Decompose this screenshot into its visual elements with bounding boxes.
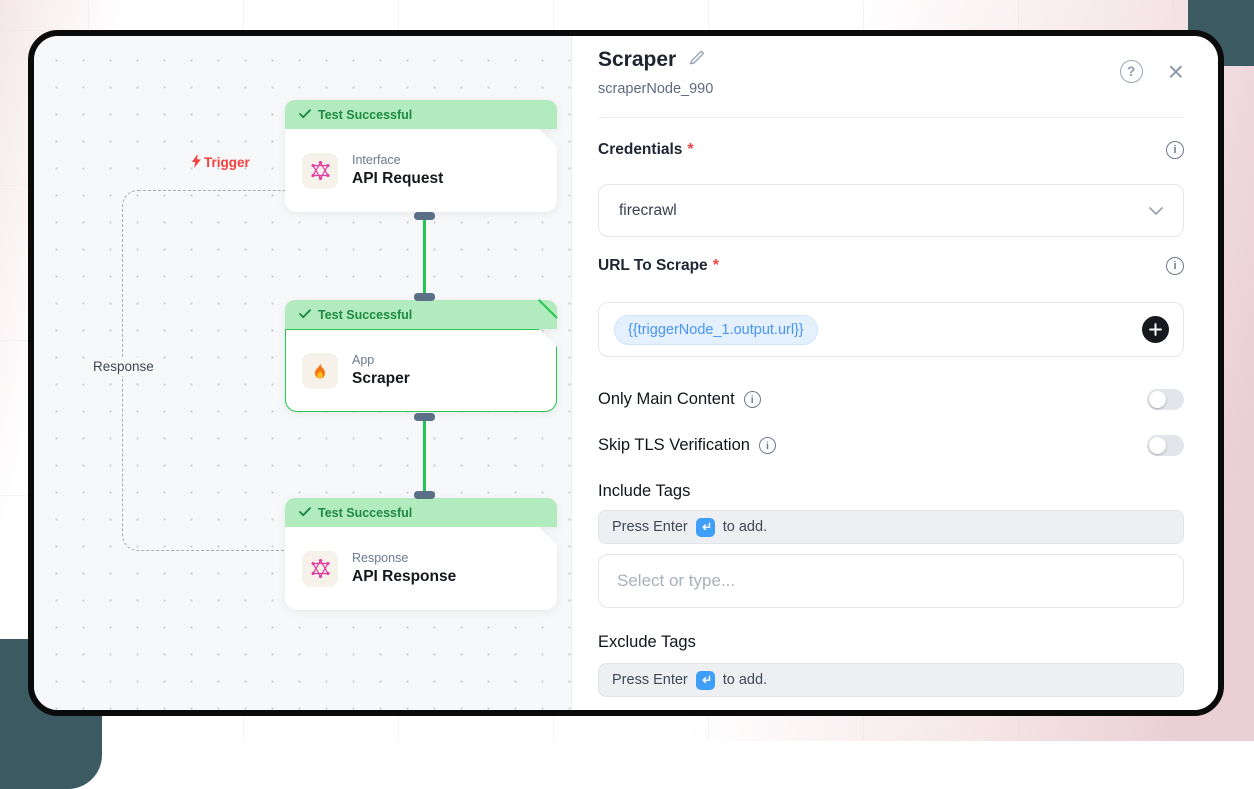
info-icon[interactable]: i — [759, 437, 776, 454]
include-tags-input[interactable] — [598, 554, 1184, 608]
node-id: scraperNode_990 — [598, 81, 713, 97]
panel-header: Scraper scraperNode_990 ? × — [598, 48, 1184, 97]
toggle-knob — [1149, 391, 1166, 408]
node-api-response[interactable]: Test Successful Response API Response — [285, 498, 557, 610]
add-variable-button[interactable] — [1142, 316, 1169, 343]
node-title: API Response — [352, 568, 456, 586]
lightning-bolt-icon — [191, 154, 202, 171]
app-window: Trigger Response Test Successful Interfa… — [28, 30, 1224, 716]
credentials-label-row: Credentials * i — [598, 141, 1184, 159]
info-icon[interactable]: i — [1166, 257, 1184, 275]
port-response-input[interactable] — [414, 491, 435, 499]
credentials-label: Credentials — [598, 141, 682, 159]
check-icon — [299, 506, 311, 520]
response-edge-label: Response — [88, 357, 159, 376]
connector-request-scraper — [423, 216, 426, 296]
node-api-request[interactable]: Test Successful Interface API Request — [285, 100, 557, 212]
check-icon — [299, 108, 311, 122]
api-molecule-icon — [302, 153, 338, 189]
node-status-banner: Test Successful — [285, 498, 557, 527]
include-tags-label: Include Tags — [598, 482, 1184, 501]
api-molecule-icon — [302, 551, 338, 587]
hint-prefix: Press Enter — [612, 519, 688, 535]
include-tags-hint: Press Enter to add. — [598, 510, 1184, 544]
divider — [598, 117, 1184, 118]
required-mark: * — [687, 141, 693, 159]
skip-tls-label: Skip TLS Verification — [598, 436, 750, 455]
enter-key-icon — [696, 671, 715, 690]
port-request-output[interactable] — [414, 212, 435, 220]
flame-icon — [302, 353, 338, 389]
skip-tls-toggle[interactable] — [1147, 435, 1184, 456]
toggle-knob — [1149, 437, 1166, 454]
node-title: Scraper — [352, 370, 410, 388]
info-icon[interactable]: i — [1166, 141, 1184, 159]
trigger-edge-text: Trigger — [204, 155, 250, 170]
only-main-content-row: Only Main Content i — [598, 389, 1184, 410]
node-status-text: Test Successful — [318, 308, 412, 322]
credentials-value: firecrawl — [619, 202, 677, 220]
required-mark: * — [713, 257, 719, 275]
exclude-tags-label: Exclude Tags — [598, 633, 1184, 652]
chevron-down-icon — [1149, 202, 1163, 220]
edit-pencil-icon[interactable] — [687, 48, 706, 72]
workflow-canvas[interactable]: Trigger Response Test Successful Interfa… — [34, 36, 571, 710]
node-status-text: Test Successful — [318, 108, 412, 122]
hint-suffix: to add. — [723, 519, 767, 535]
node-status-banner: Test Successful — [285, 100, 557, 129]
node-status-text: Test Successful — [318, 506, 412, 520]
enter-key-icon — [696, 518, 715, 537]
url-label-row: URL To Scrape * i — [598, 257, 1184, 275]
hint-suffix: to add. — [723, 672, 767, 688]
hint-prefix: Press Enter — [612, 672, 688, 688]
node-category: Response — [352, 551, 456, 565]
only-main-content-toggle[interactable] — [1147, 389, 1184, 410]
trigger-edge-label: Trigger — [191, 154, 250, 171]
skip-tls-row: Skip TLS Verification i — [598, 435, 1184, 456]
info-icon[interactable]: i — [744, 391, 761, 408]
node-title: API Request — [352, 170, 443, 188]
node-category: Interface — [352, 153, 443, 167]
node-category: App — [352, 353, 410, 367]
port-scraper-input[interactable] — [414, 293, 435, 301]
url-token-chip[interactable]: {{triggerNode_1.output.url}} — [614, 315, 818, 345]
panel-title: Scraper — [598, 48, 676, 72]
node-settings-panel: Scraper scraperNode_990 ? × Credentials … — [571, 36, 1218, 710]
url-label: URL To Scrape — [598, 257, 708, 275]
exclude-tags-hint: Press Enter to add. — [598, 663, 1184, 697]
credentials-select[interactable]: firecrawl — [598, 184, 1184, 237]
only-main-content-label: Only Main Content — [598, 390, 735, 409]
url-input[interactable]: {{triggerNode_1.output.url}} — [598, 302, 1184, 357]
port-scraper-output[interactable] — [414, 413, 435, 421]
check-icon — [299, 308, 311, 322]
node-scraper[interactable]: Test Successful App Scraper — [285, 300, 557, 412]
connector-scraper-response — [423, 414, 426, 494]
help-icon[interactable]: ? — [1120, 60, 1143, 83]
node-status-banner: Test Successful — [285, 300, 557, 329]
close-icon[interactable]: × — [1168, 62, 1184, 82]
